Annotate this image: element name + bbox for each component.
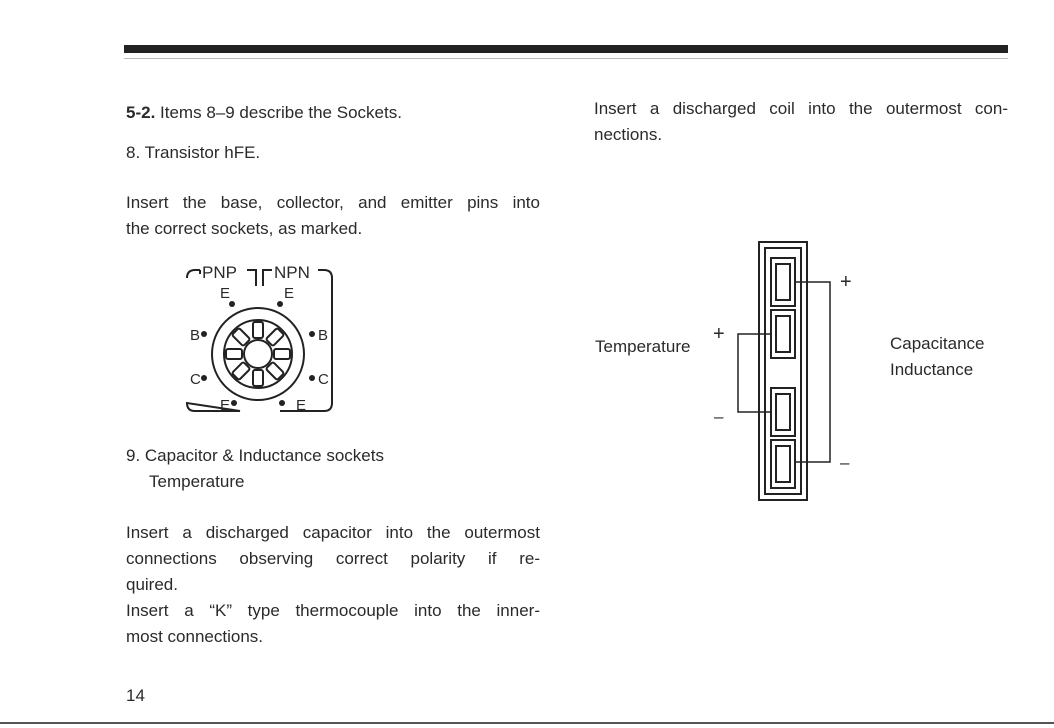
thermocouple-para-line1: Insert a “K” type thermocouple into the … <box>126 601 540 620</box>
transistor-socket-diagram: PNP NPN E E B B C C E E <box>185 263 333 414</box>
npn-label: NPN <box>274 263 310 282</box>
section-heading: 5-2. Items 8–9 describe the Sockets. <box>126 100 402 126</box>
inner-minus-sign: – <box>714 407 724 426</box>
cap-socket-diagram: + – + – Temperature Capacitance Inductan… <box>595 241 985 501</box>
header-thin-rule <box>124 58 1008 59</box>
thermocouple-para-line2: most connections. <box>126 627 264 646</box>
pnp-e-label: E <box>220 285 230 302</box>
outer-minus-sign: – <box>840 453 850 472</box>
section-number: 5-2. <box>126 103 156 122</box>
pnp-b-label: B <box>190 327 200 344</box>
header-rule <box>124 45 1008 53</box>
temperature-label: Temperature <box>595 337 690 356</box>
npn-b-label: B <box>318 327 328 344</box>
item9-title: 9. Capacitor & Inductance sockets <box>126 446 384 465</box>
capacitor-para-line1: Insert a discharged capacitor into the o… <box>126 523 540 542</box>
item8-line1: Insert the base, collector, and emitter … <box>126 193 540 212</box>
footer-rule <box>0 722 1054 724</box>
item9-subtitle: Temperature <box>149 472 245 491</box>
section-description: Items 8–9 describe the Sockets. <box>160 103 402 122</box>
coil-para-line1: Insert a discharged coil into the outerm… <box>594 99 1008 118</box>
npn-e-label: E <box>284 285 294 302</box>
capacitor-para-line2: connections observing correct polarity i… <box>126 549 540 568</box>
pnp-e2-label: E <box>220 397 230 414</box>
item8-title: 8. Transistor hFE. <box>126 143 261 162</box>
pnp-c-label: C <box>190 371 201 388</box>
coil-para-line2: nections. <box>594 125 663 144</box>
npn-c-label: C <box>318 371 329 388</box>
inner-plus-sign: + <box>713 323 725 345</box>
capacitance-label: Capacitance <box>890 334 985 353</box>
inductance-label: Inductance <box>890 360 973 379</box>
capacitor-para-line3: quired. <box>126 575 178 594</box>
page-number: 14 <box>126 686 145 705</box>
pnp-label: PNP <box>202 263 237 282</box>
item8-line2: the correct sockets, as marked. <box>126 219 363 238</box>
outer-plus-sign: + <box>840 271 852 293</box>
npn-e2-label: E <box>296 397 306 414</box>
